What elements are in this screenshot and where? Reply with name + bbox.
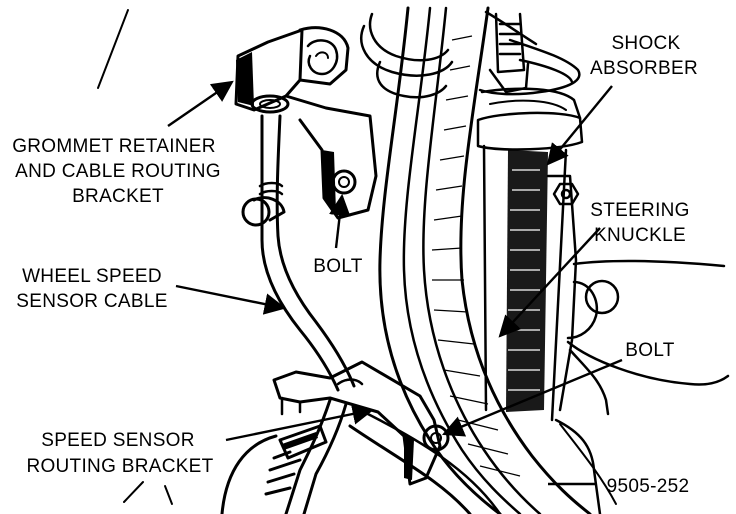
figure-code: 9505-252 — [607, 476, 690, 497]
label-grommet-line3: BRACKET — [72, 186, 164, 207]
label-grommet-line1: GROMMET RETAINER — [12, 136, 216, 157]
label-bolt-lower: BOLT — [625, 340, 675, 361]
leader-wheel-cable — [175, 284, 287, 315]
steering-knuckle — [546, 174, 730, 514]
illustration — [97, 6, 730, 514]
leader-bolt-lower — [442, 358, 623, 437]
leader-bolt-upper — [329, 193, 351, 249]
wheel-speed-sensor-cable — [258, 114, 356, 392]
label-steering-line2: KNUCKLE — [594, 225, 686, 246]
label-speed-bracket-line2: ROUTING BRACKET — [26, 456, 213, 477]
grommet-retainer-bracket — [234, 26, 378, 220]
strut-body — [378, 6, 617, 514]
label-steering-line1: STEERING — [590, 200, 690, 221]
leader-grommet — [167, 80, 234, 127]
speed-sensor-routing-bracket — [220, 360, 502, 514]
leader-speed-bracket — [225, 403, 375, 442]
leader-steering — [498, 227, 601, 338]
label-grommet-line2: AND CABLE ROUTING — [15, 161, 221, 182]
label-speed-bracket-line1: SPEED SENSOR — [41, 430, 195, 451]
label-wheel-cable-line2: SENSOR CABLE — [16, 291, 167, 312]
label-wheel-cable-line1: WHEEL SPEED — [22, 266, 162, 287]
label-bolt-upper: BOLT — [313, 256, 363, 277]
label-shock-line2: ABSORBER — [590, 58, 698, 79]
shock-absorber — [476, 87, 584, 422]
leader-lines — [167, 80, 623, 486]
leader-shock — [546, 85, 613, 166]
labels: GROMMET RETAINER AND CABLE ROUTING BRACK… — [12, 33, 698, 497]
cable-clip-upper — [241, 196, 286, 227]
label-shock-line1: SHOCK — [611, 33, 680, 54]
background-strokes — [97, 9, 173, 505]
coil-spring — [360, 10, 581, 99]
